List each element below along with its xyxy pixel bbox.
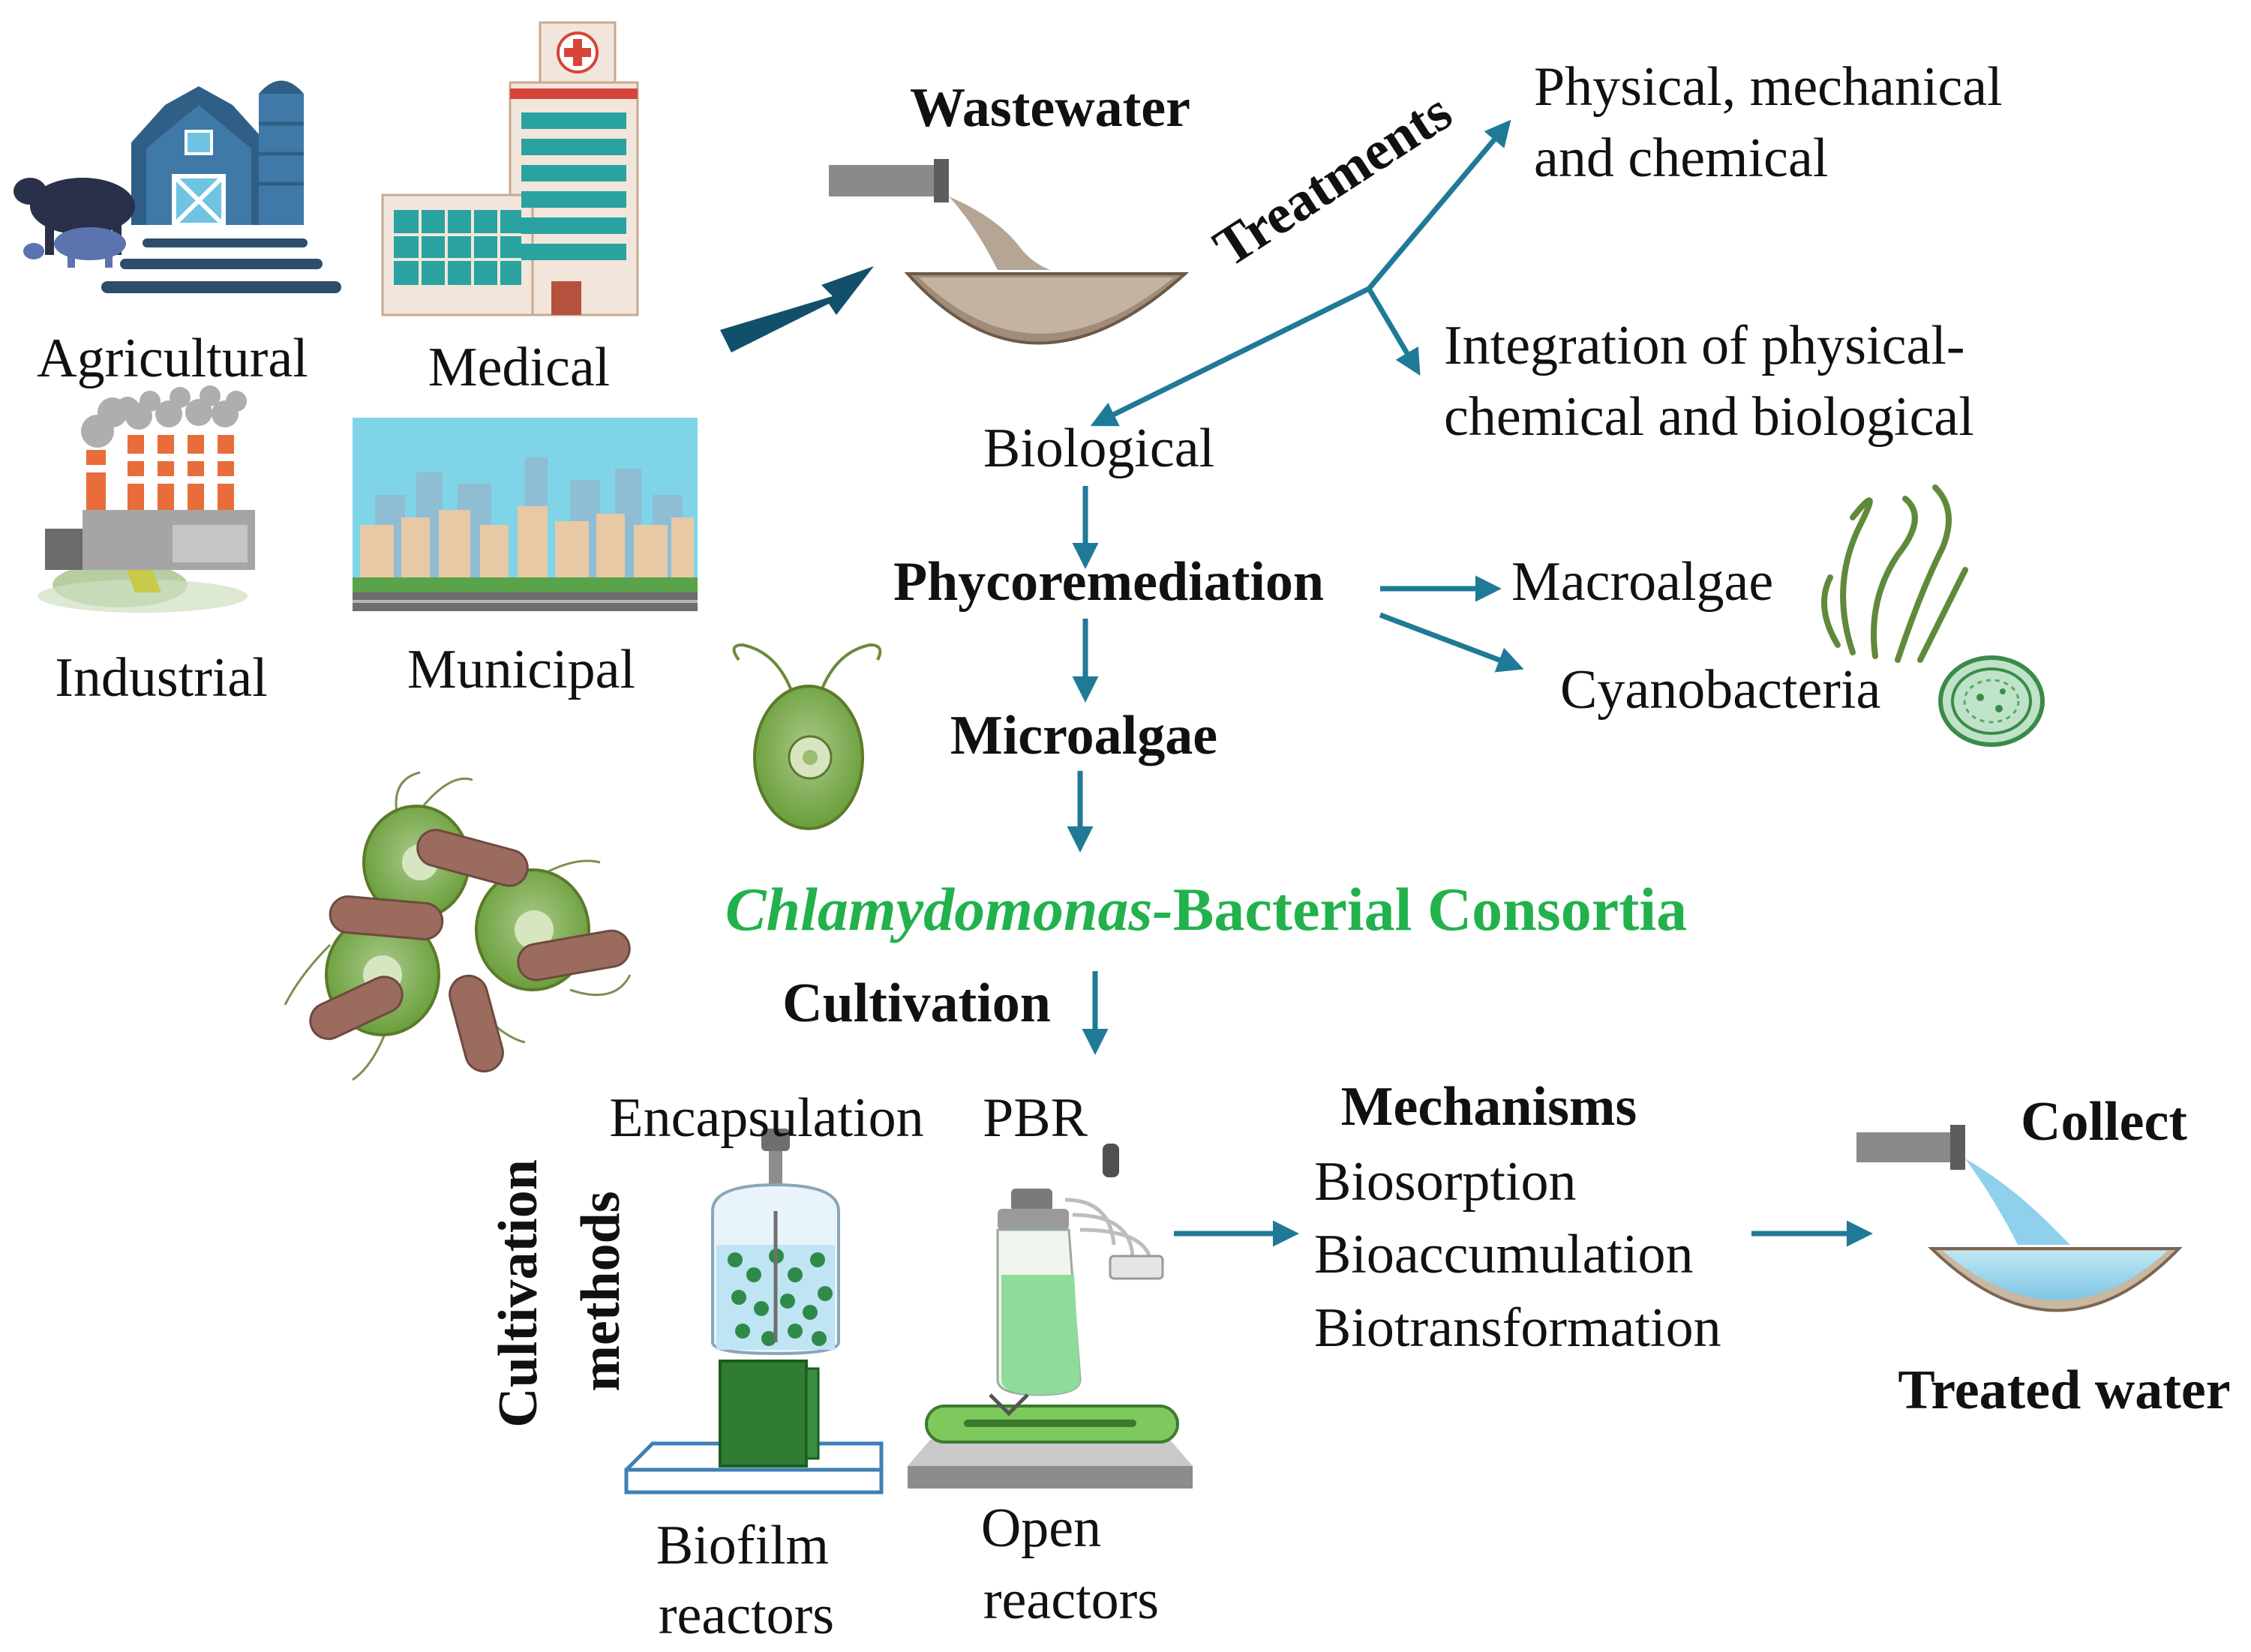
barn-icon bbox=[101, 80, 341, 293]
label-integration-line2: chemical and biological bbox=[1444, 386, 1974, 448]
label-phycoremediation: Phycoremediation bbox=[893, 551, 1324, 613]
label-macroalgae: Macroalgae bbox=[1511, 551, 1773, 613]
mechanism-item: Biosorption bbox=[1314, 1151, 1576, 1213]
label-wastewater: Wastewater bbox=[910, 77, 1190, 139]
label-biofilm-line1: Biofilm bbox=[656, 1515, 829, 1576]
label-biological: Biological bbox=[983, 418, 1214, 479]
label-consortia: Chlamydomonas-Bacterial Consortia bbox=[725, 875, 1687, 943]
label-agricultural: Agricultural bbox=[37, 328, 308, 389]
consortia-italic: Chlamydomonas- bbox=[725, 875, 1173, 943]
label-treatments: Treatments bbox=[1203, 81, 1463, 279]
label-physical-line1: Physical, mechanical bbox=[1534, 56, 2003, 118]
seaweed-icon bbox=[1821, 484, 1968, 663]
label-open-line1: Open bbox=[981, 1498, 1101, 1559]
label-open-line2: reactors bbox=[983, 1570, 1159, 1631]
biofilm-reactor-icon bbox=[624, 1360, 884, 1495]
basin-icon bbox=[904, 196, 1190, 345]
arrow-to-biological bbox=[1090, 286, 1370, 427]
label-physical-line2: and chemical bbox=[1534, 127, 1828, 189]
city-icon bbox=[353, 418, 698, 611]
arrow-to-integration bbox=[1366, 287, 1421, 376]
chlamydomonas-icon bbox=[732, 643, 882, 830]
label-mechanisms: Mechanisms bbox=[1341, 1076, 1637, 1138]
label-cyanobacteria: Cyanobacteria bbox=[1560, 659, 1880, 721]
arrow-to-physical bbox=[1367, 119, 1511, 291]
label-collect: Collect bbox=[2021, 1091, 2187, 1153]
cyanobacteria-cell-icon bbox=[1938, 655, 2045, 747]
label-cultivation-methods-line2: methods bbox=[570, 1191, 632, 1391]
open-raceway-icon bbox=[908, 1393, 1193, 1489]
consortia-rest: Bacterial Consortia bbox=[1173, 875, 1687, 943]
label-biofilm-line2: reactors bbox=[659, 1585, 834, 1646]
label-treated-water: Treated water bbox=[1898, 1360, 2230, 1421]
mechanism-item: Bioaccumulation bbox=[1314, 1224, 1694, 1285]
label-medical: Medical bbox=[428, 337, 610, 398]
label-cultivation-methods-line1: Cultivation bbox=[488, 1159, 549, 1428]
pbr-vessel-icon bbox=[996, 1144, 1164, 1396]
hospital-icon bbox=[381, 21, 639, 316]
label-pbr: PBR bbox=[983, 1087, 1088, 1149]
label-cultivation: Cultivation bbox=[782, 973, 1051, 1034]
big-flow-arrow bbox=[720, 266, 874, 352]
pipe-icon bbox=[829, 159, 949, 202]
cow-icon bbox=[14, 178, 135, 268]
encapsulation-vessel-icon bbox=[711, 1129, 840, 1356]
consortia-cluster-icon bbox=[284, 771, 632, 1081]
label-encapsulation: Encapsulation bbox=[609, 1087, 923, 1149]
arrow-phyco-to-cyano bbox=[1379, 612, 1524, 673]
label-microalgae: Microalgae bbox=[950, 705, 1217, 766]
basin-icon bbox=[1928, 1159, 2183, 1312]
factory-icon bbox=[38, 385, 255, 613]
label-integration-line1: Integration of physical- bbox=[1444, 315, 1965, 376]
label-industrial: Industrial bbox=[55, 647, 268, 709]
label-municipal: Municipal bbox=[407, 639, 635, 700]
pipe-icon bbox=[1856, 1125, 1965, 1170]
mechanism-item: Biotransformation bbox=[1314, 1297, 1721, 1359]
